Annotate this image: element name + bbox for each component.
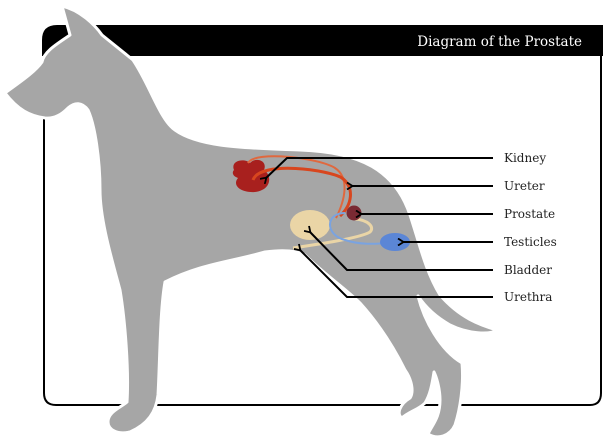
kidney-organ [232,159,270,193]
label-bladder: Bladder [504,263,552,277]
label-prostate: Prostate [504,207,555,221]
ureter-tubes [247,155,352,219]
bladder-leader [310,232,493,271]
frame-border [43,56,602,406]
label-testicles: Testicles [504,235,557,249]
prostate-organ [346,205,362,221]
kidney-leader [266,157,493,178]
label-ureter: Ureter [504,179,545,193]
dog-silhouette [3,4,499,439]
label-kidney: Kidney [504,151,546,165]
testicles-organ [380,233,410,251]
bladder-organ [290,210,330,240]
urethra-leader [300,250,493,298]
header-bar [42,25,603,56]
leader-lines [266,157,493,298]
label-urethra: Urethra [504,290,552,304]
diagram-title: Diagram of the Prostate [417,34,582,50]
urethra-tube [292,217,374,250]
vas-deferens-tube [329,212,387,245]
